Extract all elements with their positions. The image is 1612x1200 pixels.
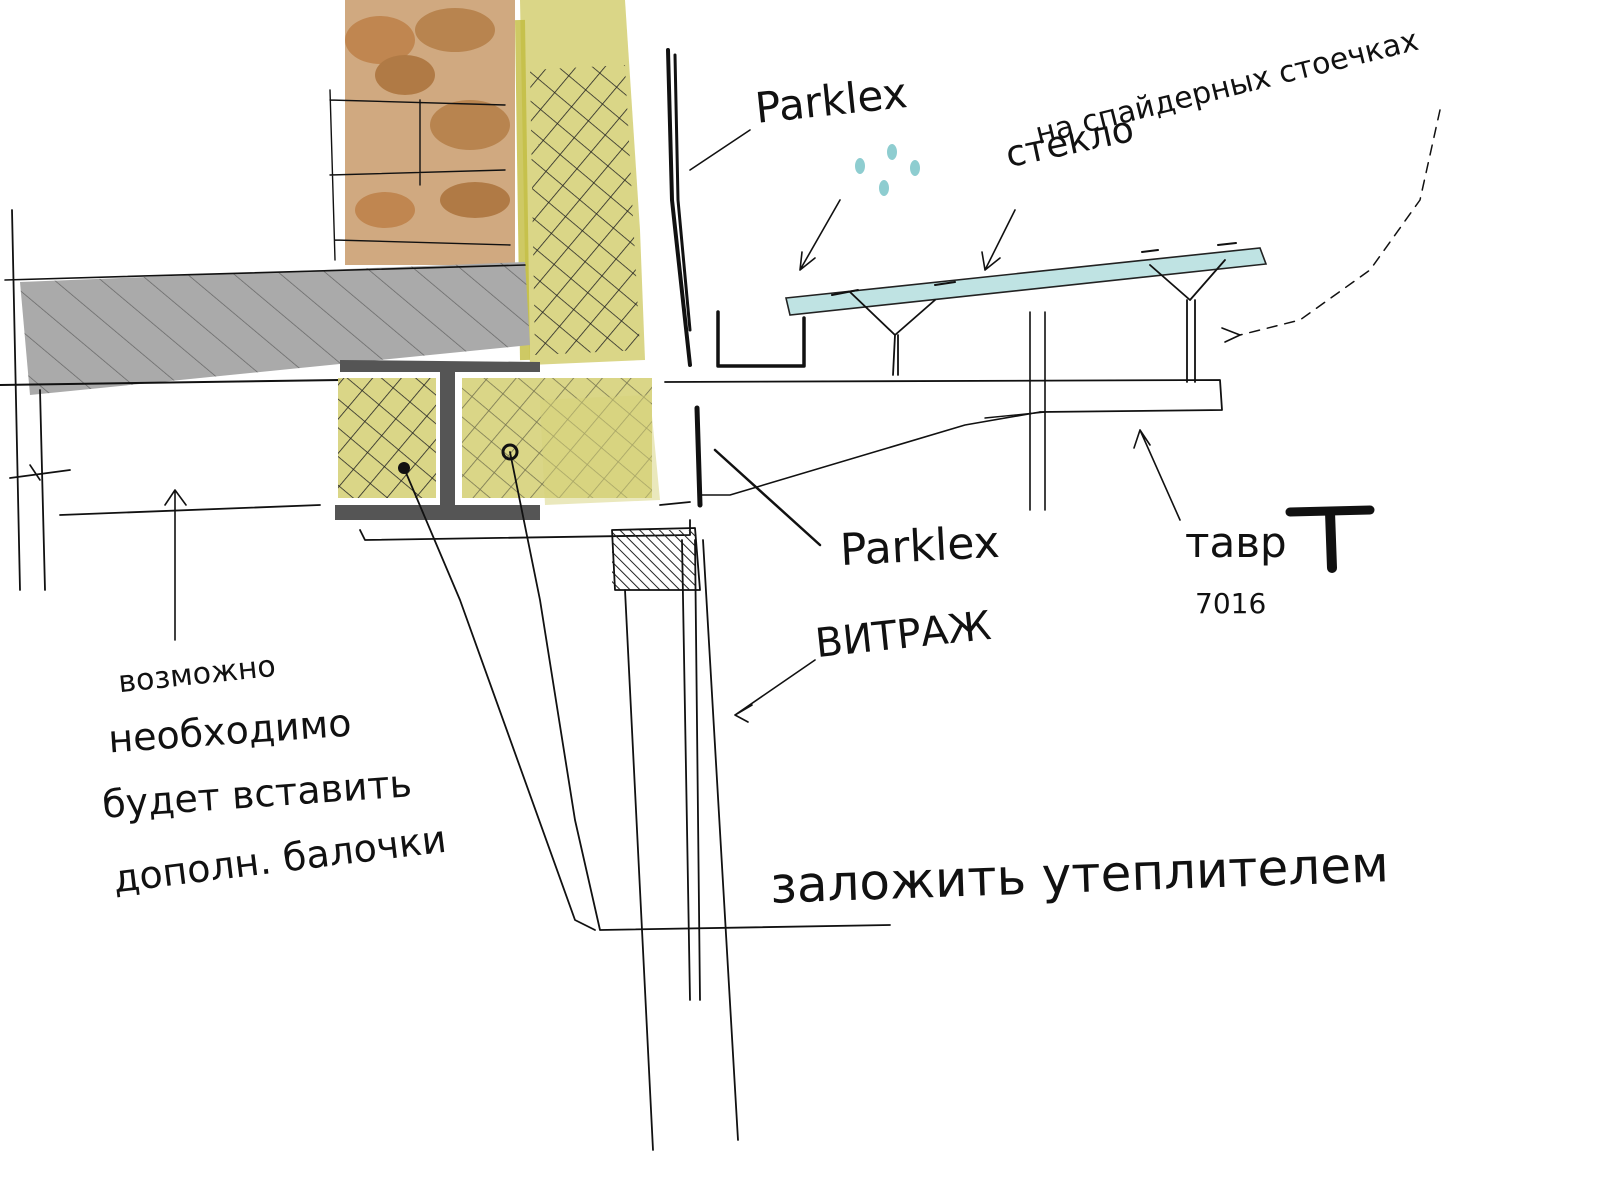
brick-wall bbox=[329, 0, 515, 265]
tee-symbol bbox=[1285, 505, 1375, 573]
soffit-line-2 bbox=[659, 501, 691, 506]
wall-insulation bbox=[515, 0, 645, 365]
tee-deck bbox=[664, 311, 1223, 511]
floor-lines bbox=[0, 209, 341, 591]
gutter bbox=[716, 310, 806, 368]
water-drops bbox=[855, 144, 920, 196]
curtain-wall bbox=[611, 527, 739, 1151]
label-tee-beam: тавр bbox=[1185, 518, 1287, 567]
glass-canopy bbox=[785, 242, 1268, 383]
leader-lines bbox=[164, 109, 1441, 931]
label-ral-code: 7016 bbox=[1195, 587, 1267, 620]
label-parklex-mid: Parklex bbox=[838, 516, 1001, 577]
concrete-slab bbox=[4, 262, 530, 395]
beam-insulation bbox=[338, 378, 660, 505]
steel-i-beam bbox=[335, 360, 540, 520]
parklex-cladding bbox=[666, 48, 703, 508]
